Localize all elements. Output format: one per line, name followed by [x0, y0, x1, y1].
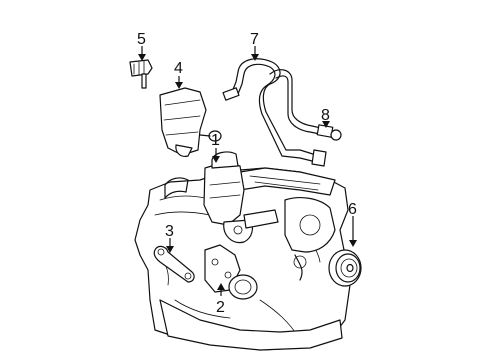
- callout-4: 4: [174, 60, 183, 77]
- callout-8: 8: [321, 107, 330, 124]
- mounting-bolt: [153, 245, 195, 283]
- pump-bracket: [204, 244, 258, 300]
- callout-2: 2: [216, 299, 225, 316]
- callout-5: 5: [137, 31, 146, 48]
- return-hose: [269, 69, 342, 141]
- callout-1: 1: [211, 132, 220, 149]
- engine-block: [134, 167, 351, 351]
- reservoir: [159, 87, 222, 157]
- callout-3: 3: [165, 223, 174, 240]
- callout-7: 7: [250, 31, 259, 48]
- pulley: [328, 249, 362, 287]
- callout-arrows: [138, 46, 357, 296]
- pressure-hose: [222, 58, 327, 167]
- callout-6: 6: [348, 201, 357, 218]
- callout-labels: 1 2 3 4 5 6 7 8: [137, 31, 357, 316]
- reservoir-cap: [129, 59, 153, 89]
- power-steering-pump: [203, 151, 279, 244]
